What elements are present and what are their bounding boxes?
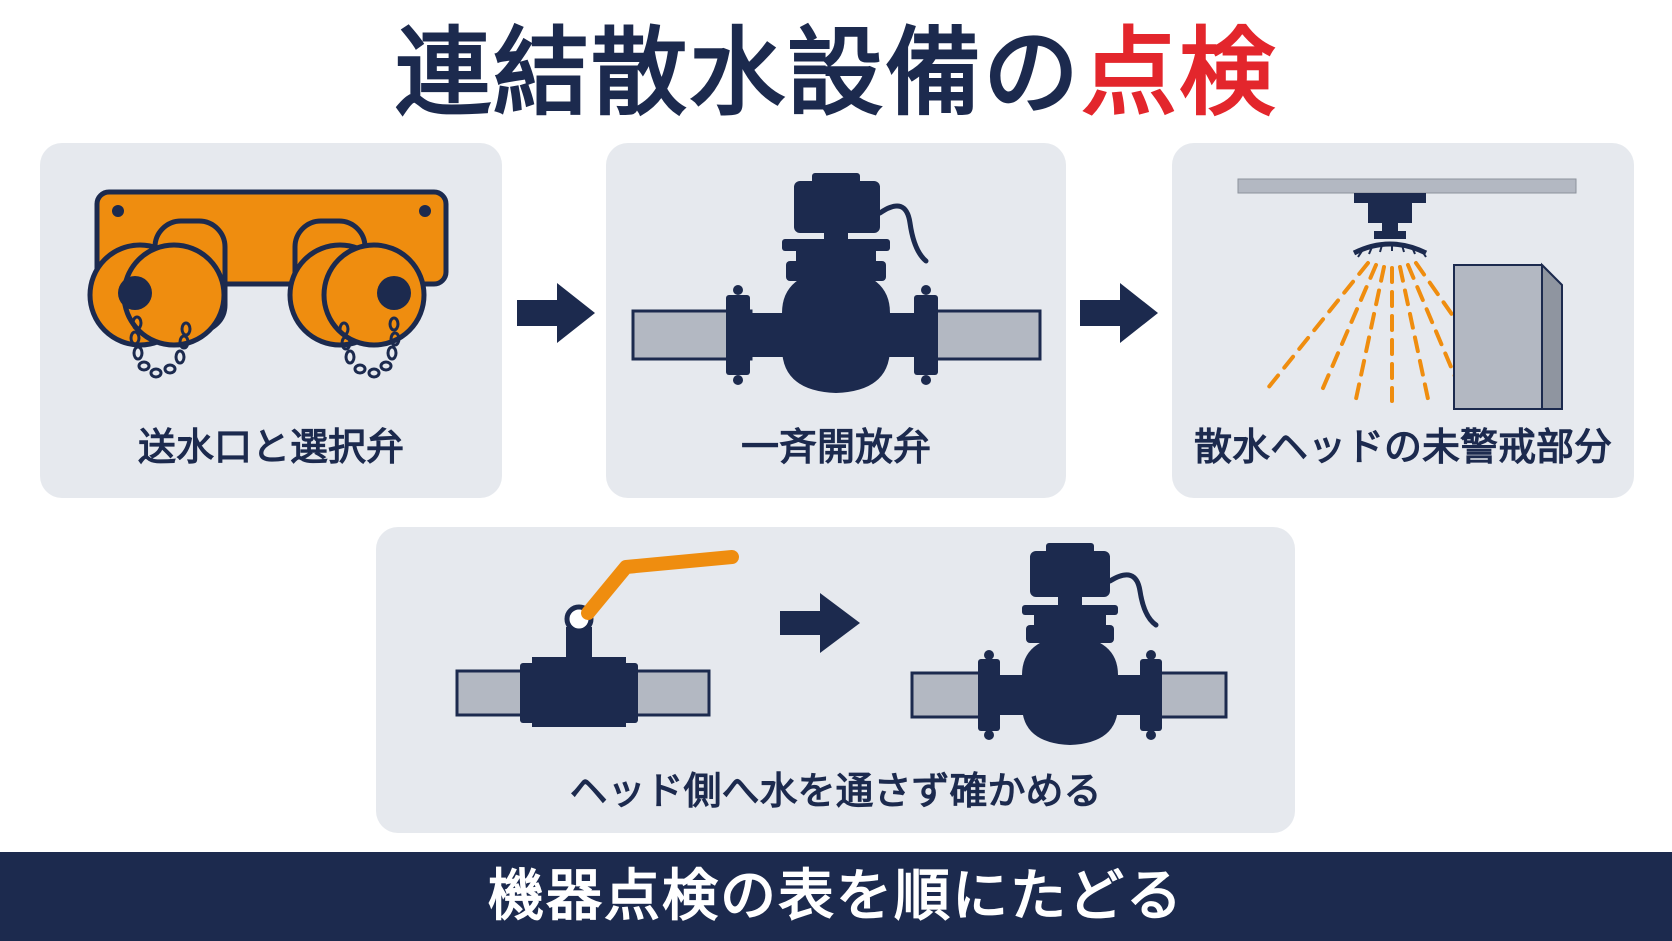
panel-label-sprinkler-head: 散水ヘッドの未警戒部分 [1193, 425, 1612, 469]
title-accent: 点検 [1081, 17, 1277, 129]
title-main: 連結散水設備の [395, 17, 1081, 129]
step-panel-deluge-valve: 一斉開放弁 [606, 143, 1066, 498]
sprinkler-head-icon [1237, 178, 1577, 410]
footer-text: 機器点検の表を順にたどる [488, 864, 1184, 929]
step-panel-sprinkler-head: 散水ヘッドの未警戒部分 [1172, 143, 1634, 498]
step-panel-test-without-water: ヘッド側へ水を通さず確かめる [376, 527, 1295, 833]
panel-label-connection: 送水口と選択弁 [137, 425, 404, 469]
arrow-right-icon [1080, 283, 1158, 343]
panel-label-test-without-water: ヘッド側へ水を通さず確かめる [569, 769, 1102, 813]
deluge-valve-icon [910, 543, 1228, 745]
deluge-valve-icon [631, 173, 1042, 393]
ball-valve-icon [455, 550, 739, 727]
page-title: 連結散水設備の点検 [0, 18, 1672, 128]
step-panel-connection: 送水口と選択弁 [40, 143, 502, 498]
arrow-right-icon [517, 283, 595, 343]
panel-label-deluge-valve: 一斉開放弁 [740, 425, 931, 469]
panel-4-illustration [455, 543, 1228, 745]
fire-department-connection-icon [87, 189, 449, 379]
arrow-right-icon [780, 593, 860, 653]
footer-banner: 機器点検の表を順にたどる [0, 852, 1672, 941]
